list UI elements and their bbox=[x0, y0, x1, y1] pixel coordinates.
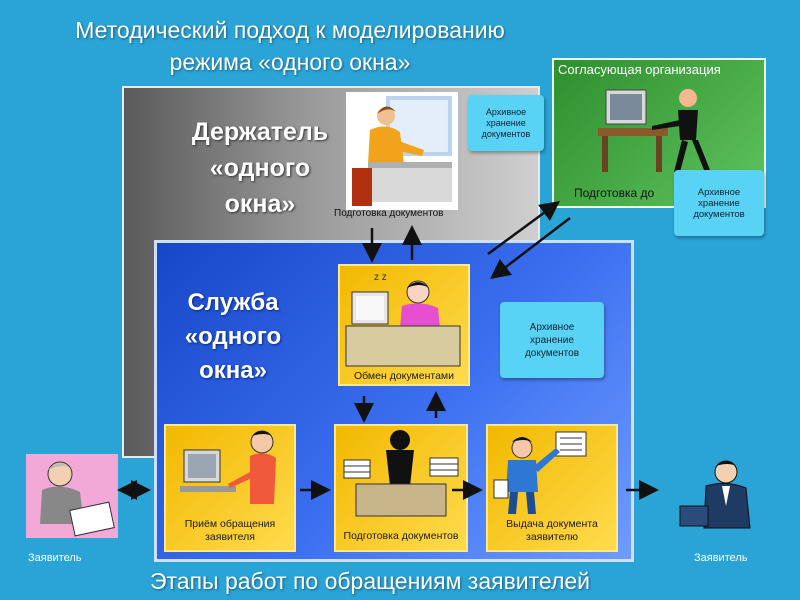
arrow-diagonal-icon bbox=[490, 217, 571, 280]
applicant-left-label: Заявитель bbox=[28, 552, 82, 564]
archive-line-1: Архивное bbox=[485, 106, 527, 117]
elderly-applicant-icon bbox=[40, 461, 115, 537]
page-title: Методический подход к моделированию режи… bbox=[0, 14, 580, 78]
archive-line-2: хранение bbox=[486, 117, 526, 128]
holder-line-2: «одного bbox=[209, 154, 311, 182]
issue-label: Выдача документа заявителю bbox=[488, 518, 616, 544]
issue-label-line-2: заявителю bbox=[526, 531, 578, 543]
bottom-caption: Этапы работ по обращениям заявителей bbox=[150, 568, 591, 594]
busy-clerk-icon bbox=[180, 430, 276, 504]
title-line-2: режима «одного окна» bbox=[169, 49, 411, 75]
service-line-3: окна» bbox=[199, 357, 267, 384]
arrow-diagonal-icon bbox=[487, 201, 561, 256]
right-applicant-clipart bbox=[676, 454, 766, 540]
applicant-right-label: Заявитель bbox=[694, 552, 748, 564]
person-at-computer-icon bbox=[598, 89, 710, 172]
prep-label: Подготовка документов bbox=[343, 530, 459, 542]
issue-label-line-1: Выдача документа bbox=[506, 518, 598, 530]
service-archive-box: Архивное хранение документов bbox=[500, 302, 604, 378]
holder-clipart bbox=[346, 92, 458, 210]
holder-title: Держатель «одного окна» bbox=[160, 114, 360, 222]
reception-label-line-2: заявителя bbox=[205, 531, 255, 543]
service-title: Служба «одного окна» bbox=[168, 286, 298, 388]
issue-card: Выдача документа заявителю bbox=[486, 424, 618, 552]
holder-archive-box: Архивное хранение документов bbox=[468, 95, 544, 151]
archive-line-3: документов bbox=[693, 208, 745, 220]
holder-prep-label: Подготовка документов bbox=[334, 208, 444, 219]
person-at-desk-icon bbox=[352, 96, 452, 206]
svg-text:z z: z z bbox=[374, 272, 387, 283]
reception-card: Приём обращения заявителя bbox=[164, 424, 296, 552]
archive-line-2: хранение bbox=[530, 334, 574, 346]
exchange-card: z z Обмен документами bbox=[338, 264, 470, 386]
presenter-icon bbox=[493, 431, 587, 514]
title-line-1: Методический подход к моделированию bbox=[75, 17, 505, 43]
left-applicant-clipart bbox=[26, 454, 118, 538]
archive-line-1: Архивное bbox=[697, 186, 741, 198]
sleeping-clerk-icon: z z bbox=[345, 272, 461, 367]
holder-line-3: окна» bbox=[224, 190, 296, 218]
service-line-1: Служба bbox=[187, 289, 279, 316]
busy-clerk-icon bbox=[343, 430, 459, 517]
archive-line-2: хранение bbox=[698, 197, 740, 209]
businessman-icon bbox=[679, 460, 751, 529]
agreeing-archive-box: Архивное хранение документов bbox=[674, 170, 764, 236]
holder-line-1: Держатель bbox=[191, 118, 329, 146]
archive-line-3: документов bbox=[524, 347, 580, 359]
archive-line-1: Архивное bbox=[529, 321, 575, 333]
exchange-label: Обмен документами bbox=[353, 370, 454, 382]
prep-card: Подготовка документов bbox=[334, 424, 468, 552]
service-line-2: «одного bbox=[184, 323, 282, 350]
agreeing-org-title: Согласующая организация bbox=[558, 62, 721, 77]
reception-label: Приём обращения заявителя bbox=[166, 518, 294, 544]
agreeing-prep-label: Подготовка до bbox=[574, 186, 655, 200]
agreeing-clipart bbox=[592, 80, 716, 180]
reception-label-line-1: Приём обращения bbox=[184, 518, 276, 530]
archive-line-3: документов bbox=[481, 128, 531, 139]
